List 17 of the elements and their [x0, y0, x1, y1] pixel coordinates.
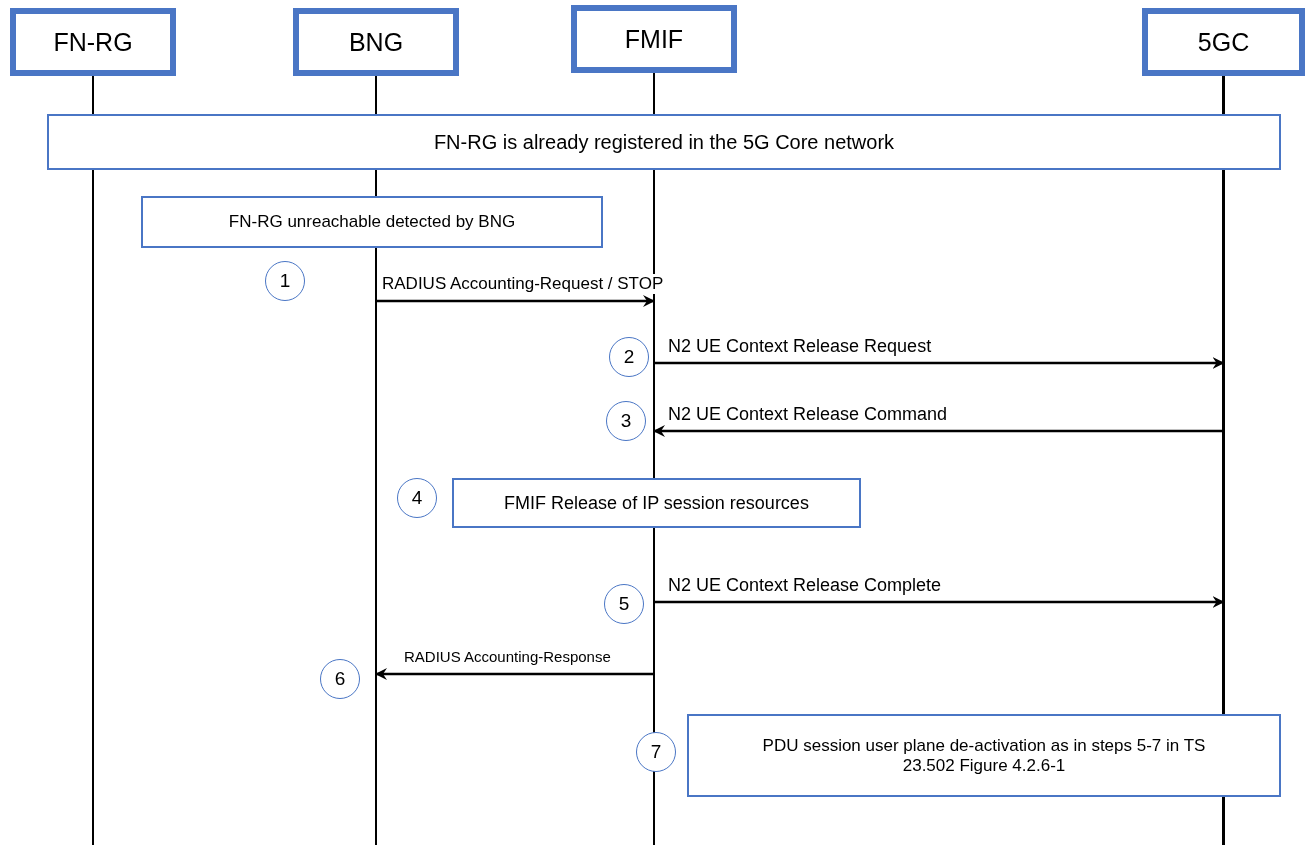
participant-box: 5GC	[1142, 8, 1305, 76]
note-box: FMIF Release of IP session resources	[452, 478, 861, 528]
participant-box: FMIF	[571, 5, 737, 73]
message-label: N2 UE Context Release Complete	[666, 575, 944, 595]
message-arrow	[376, 295, 655, 307]
message-arrow	[654, 596, 1225, 608]
message-arrow	[653, 425, 1224, 437]
message-arrow	[375, 668, 654, 680]
note-box: PDU session user plane de-activation as in steps 5-7 in TS 23.502 Figure 4.2.6-1	[687, 714, 1281, 797]
step-number-circle: 1	[265, 261, 305, 301]
note-box: FN-RG is already registered in the 5G Core network	[47, 114, 1281, 170]
message-label: N2 UE Context Release Request	[666, 336, 934, 356]
participant-box: FN-RG	[10, 8, 176, 76]
message-label: RADIUS Accounting-Request / STOP	[380, 274, 666, 294]
message-arrow	[654, 357, 1225, 369]
participant-box: BNG	[293, 8, 459, 76]
note-box: FN-RG unreachable detected by BNG	[141, 196, 603, 248]
